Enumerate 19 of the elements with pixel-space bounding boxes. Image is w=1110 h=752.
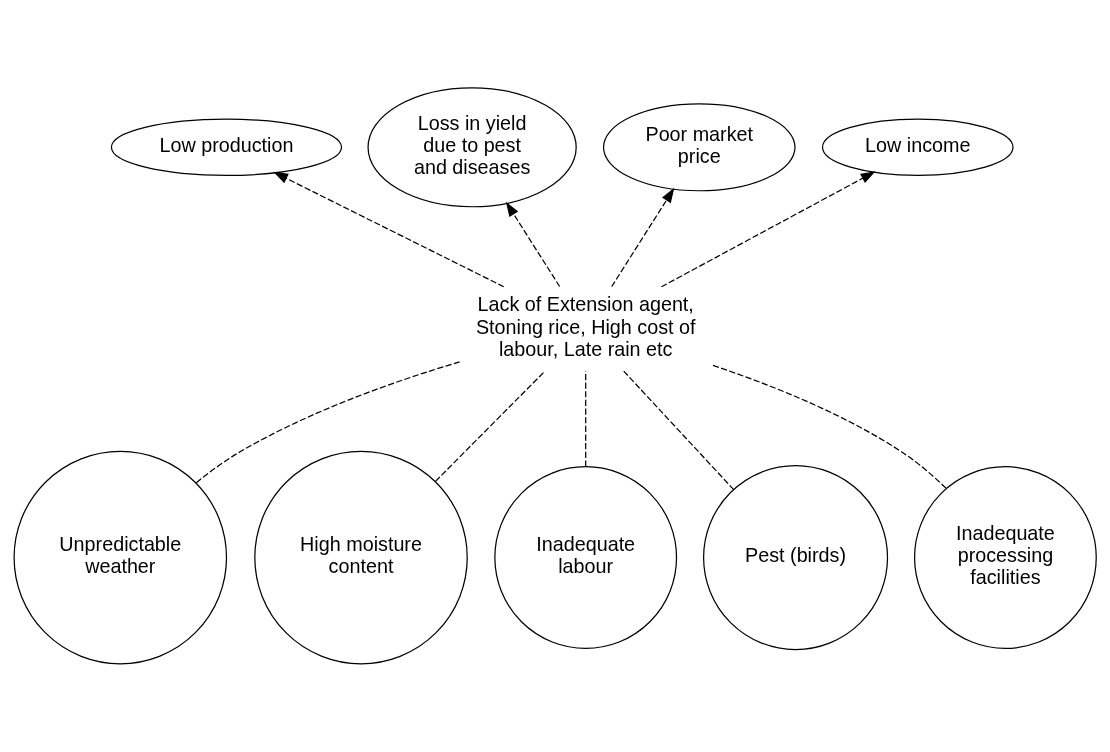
- node-ellipse: Poor market price: [602, 103, 796, 192]
- arrow: [611, 187, 675, 288]
- node-circle: High moisture content: [254, 450, 468, 665]
- node-circle: Inadequate processing facilities: [913, 466, 1097, 649]
- connector: [623, 370, 735, 491]
- node-text: Lack of Extension agent, Stoning rice, High cost of labour, Late rain etc: [475, 293, 696, 360]
- node-circle: Pest (birds): [703, 465, 889, 651]
- connector: [585, 370, 587, 468]
- connector: [434, 370, 546, 482]
- node-ellipse: Low production: [110, 118, 343, 176]
- arrow: [505, 201, 561, 288]
- node-ellipse: Loss in yield due to pest and diseases: [367, 87, 577, 208]
- node-circle: Unpredictable weather: [13, 450, 228, 665]
- connector: [195, 361, 461, 484]
- connector: [710, 364, 947, 489]
- node-ellipse: Low income: [821, 118, 1014, 176]
- node-circle: Inadequate labour: [494, 466, 678, 649]
- arrow: [273, 171, 505, 288]
- arrow: [660, 171, 876, 288]
